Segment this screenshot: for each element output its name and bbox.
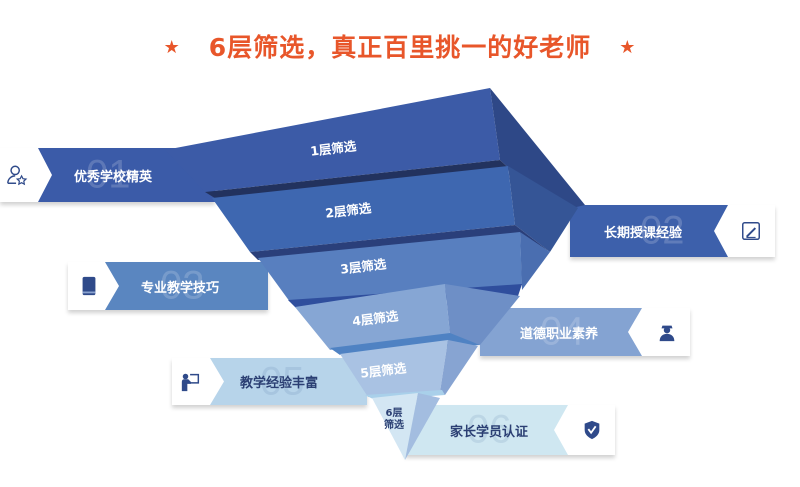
item-02-card: 02 长期授课经验	[570, 205, 775, 257]
item-label: 专业教学技巧	[141, 280, 220, 296]
item-03-ribbon: 03 专业教学技巧	[105, 262, 268, 310]
star-icon: ★	[163, 37, 181, 58]
item-01-ribbon: 01 优秀学校精英	[38, 148, 215, 202]
item-number: 01	[86, 152, 131, 197]
item-05-ribbon: 05 教学经验丰富	[210, 358, 367, 405]
item-number: 03	[160, 263, 205, 308]
item-label: 教学经验丰富	[240, 376, 319, 391]
layer-6-label-line2: 筛选	[384, 420, 404, 431]
item-05-card: 05 教学经验丰富	[172, 358, 367, 405]
item-number: 06	[467, 407, 512, 452]
funnel-layer-6	[372, 393, 440, 460]
document-edit-icon	[742, 222, 760, 240]
item-02-ribbon: 02 长期授课经验	[570, 205, 728, 257]
item-label: 优秀学校精英	[74, 169, 153, 185]
funnel-layer-2	[212, 166, 578, 260]
book-icon	[82, 276, 96, 296]
item-03-card: 03 专业教学技巧	[68, 262, 268, 310]
item-number: 02	[640, 208, 685, 253]
item-number: 04	[540, 309, 585, 354]
shield-check-icon	[584, 420, 600, 440]
layer-6-label: 6层 筛选	[384, 408, 404, 432]
item-number: 05	[260, 359, 305, 403]
item-06-ribbon: 06 家长学员认证	[405, 405, 568, 455]
item-label: 道德职业素养	[520, 326, 599, 342]
title-text: 6层筛选，真正百里挑一的好老师	[208, 33, 592, 62]
funnel-layer-4	[295, 284, 520, 355]
page-title: ★ 6层筛选，真正百里挑一的好老师 ★	[0, 28, 800, 64]
presenter-icon	[181, 373, 200, 391]
item-label: 长期授课经验	[604, 225, 683, 241]
item-label: 家长学员认证	[450, 424, 529, 440]
item-04-ribbon: 04 道德职业素养	[480, 308, 642, 356]
star-icon: ★	[619, 37, 637, 58]
item-06-card: 06 家长学员认证	[405, 405, 615, 455]
teacher-icon	[659, 325, 675, 342]
user-star-icon	[7, 165, 28, 186]
item-04-card: 04 道德职业素养	[480, 308, 690, 356]
layer-6-label-line1: 6层	[385, 408, 403, 419]
